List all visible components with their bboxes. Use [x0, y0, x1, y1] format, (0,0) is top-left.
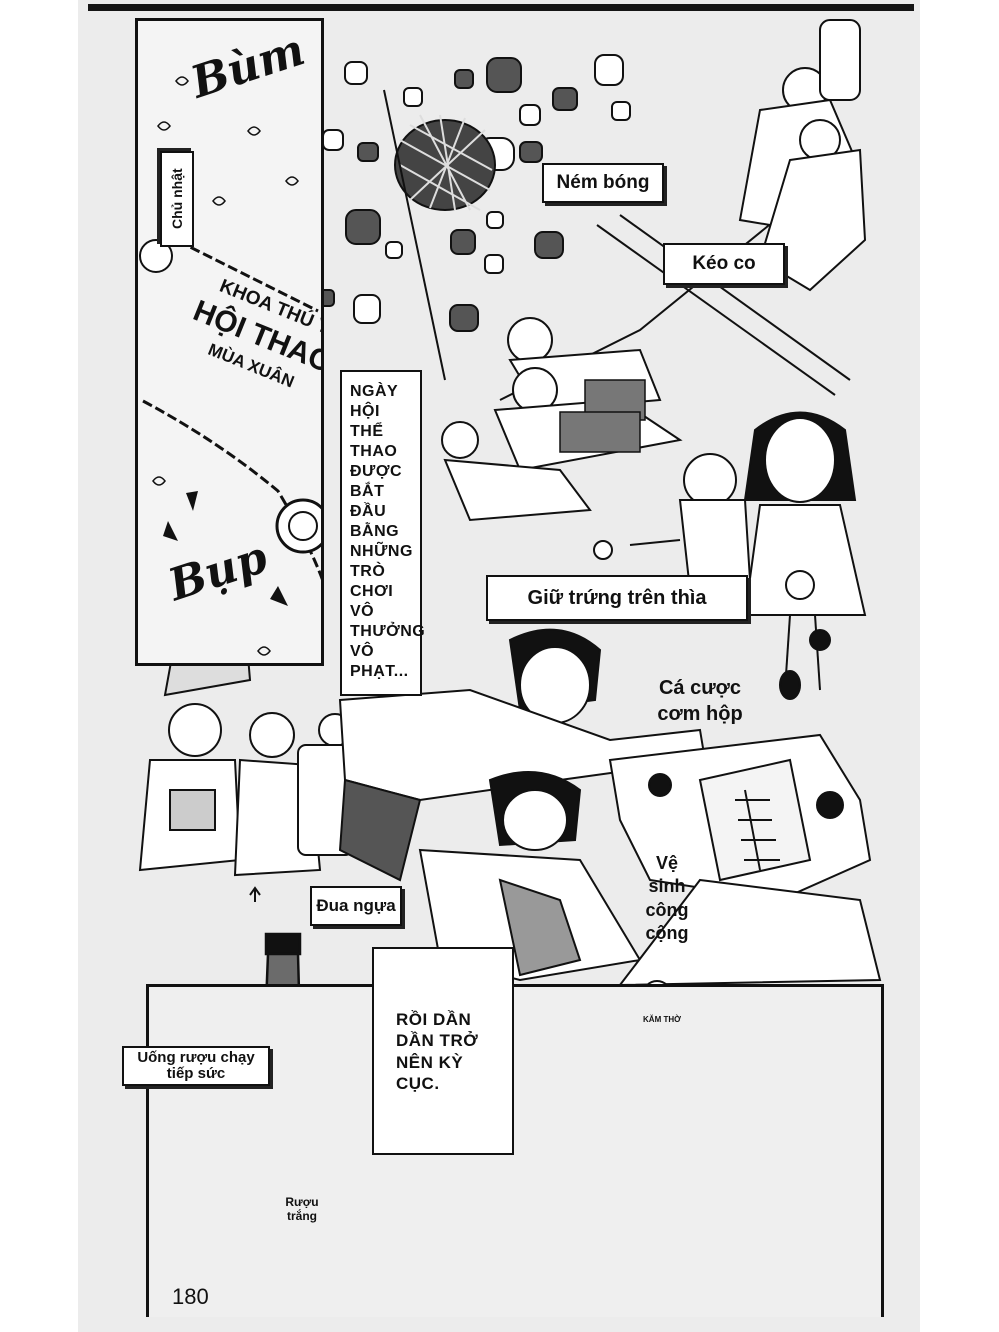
basket: [394, 114, 496, 211]
relay-panel: [146, 984, 884, 1317]
narration-box-1: NGÀY HỘI THỂ THAO ĐƯỢC BẮT ĐẦU BẰNG NHỮN…: [340, 370, 425, 696]
toilet-label: Vệ sinh công cộng: [645, 853, 689, 944]
egg-spoon-kids: [593, 411, 867, 700]
horse-race-label: Đua ngựa: [310, 886, 402, 926]
white-balls: [322, 54, 631, 324]
chain-decoration: [139, 76, 321, 656]
seated-audience: [138, 618, 354, 877]
arrow-mark: [249, 886, 261, 902]
thrown-balls: [317, 57, 578, 332]
egg-spoon-label: Giữ trứng trên thìa: [486, 575, 748, 621]
page-number: 180: [172, 1284, 209, 1309]
sunday-label: Chủ nhật: [160, 151, 194, 247]
tug-of-war-label: Kéo co: [663, 243, 785, 285]
ball-throw-label: Ném bóng: [542, 163, 664, 203]
title-panel: Bùm Chủ nhật KHOA THÚ Y HỘI THAO MÙA XUÂ…: [135, 18, 324, 666]
runner-shirt-label: KĂM THỜ: [643, 1015, 681, 1024]
top-border: [88, 4, 914, 11]
relay-label: Uống rượu chạy tiếp sức: [122, 1046, 270, 1086]
toilet-figure: [608, 733, 882, 987]
narration-box-2: RỒI DẦN DẦN TRỞ NÊN KỲ CỤC.: [372, 947, 514, 1155]
bet-label: Cá cược cơm hộp: [657, 677, 743, 725]
bottle-label: Rượu trắng: [285, 1195, 319, 1224]
